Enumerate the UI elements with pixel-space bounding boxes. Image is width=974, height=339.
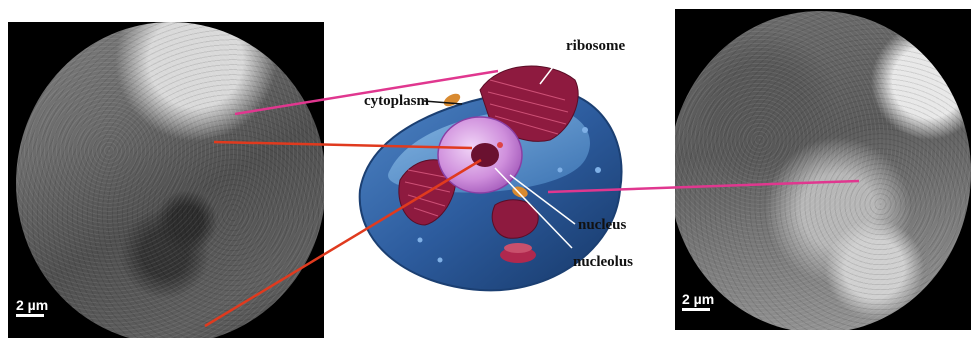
- left-micrograph: 2 µm: [8, 22, 324, 338]
- right-micrograph-field: [675, 11, 971, 330]
- nucleolus-shape: [471, 143, 499, 167]
- nuclear-pore: [497, 142, 503, 148]
- golgi-apparatus: [500, 243, 536, 263]
- left-scale-bar-line: [16, 314, 44, 317]
- ribosome-label: ribosome: [566, 38, 625, 54]
- cell-illustration: [330, 20, 670, 320]
- right-micrograph: 2 µm: [675, 9, 971, 330]
- nucleus-label: nucleus: [578, 217, 626, 233]
- right-scale-bar: 2 µm: [682, 292, 714, 311]
- cytoplasm-label: cytoplasm: [364, 93, 429, 109]
- right-scale-bar-label: 2 µm: [682, 291, 714, 307]
- left-scale-bar: 2 µm: [16, 298, 48, 317]
- right-scale-bar-line: [682, 308, 710, 311]
- nucleolus-label: nucleolus: [573, 254, 633, 270]
- left-micrograph-field: [16, 22, 324, 338]
- left-scale-bar-label: 2 µm: [16, 297, 48, 313]
